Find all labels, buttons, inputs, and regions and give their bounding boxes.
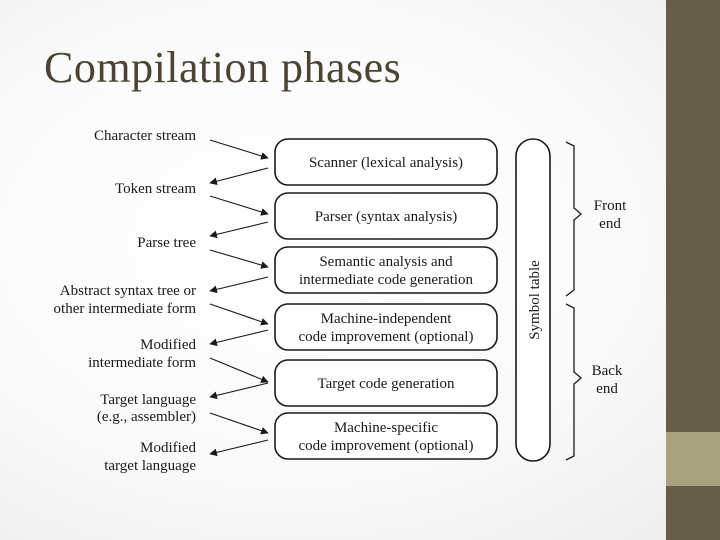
front-end-bracket bbox=[565, 141, 582, 297]
phase-label: code improvement (optional) bbox=[299, 438, 474, 454]
flow-arrow bbox=[209, 382, 269, 400]
back-end-bracket bbox=[565, 303, 582, 461]
flow-arrows bbox=[209, 139, 269, 457]
symbol-table-box bbox=[515, 138, 551, 462]
representation-label: Parse tree bbox=[137, 235, 196, 251]
phase-label: Parser (syntax analysis) bbox=[315, 209, 457, 225]
flow-arrow bbox=[209, 439, 269, 457]
side-accent-block bbox=[666, 432, 720, 486]
representation-label: Token stream bbox=[115, 181, 196, 197]
representation-label: Target language bbox=[100, 392, 196, 408]
front-end-label: end bbox=[599, 216, 621, 232]
representation-label: target language bbox=[104, 458, 196, 474]
representation-label: intermediate form bbox=[88, 355, 196, 371]
phase-box-machine-independent bbox=[274, 303, 498, 351]
phase-label: Machine-independent bbox=[321, 311, 453, 327]
back-end-label: Back bbox=[592, 363, 623, 379]
flow-arrow bbox=[209, 195, 269, 216]
phase-box-semantic-analysis-and bbox=[274, 246, 498, 294]
flow-arrow bbox=[209, 412, 269, 435]
phase-label: intermediate code generation bbox=[299, 272, 474, 288]
representation-label: Modified bbox=[140, 337, 196, 353]
representation-label: (e.g., assembler) bbox=[97, 409, 196, 425]
flow-arrow bbox=[209, 303, 269, 326]
phase-box-scanner-lexical-analysis bbox=[274, 138, 498, 186]
flow-arrow bbox=[209, 276, 269, 294]
flow-arrow bbox=[209, 357, 269, 383]
flow-arrow bbox=[209, 221, 269, 239]
flow-arrow bbox=[209, 167, 269, 185]
phase-label: Scanner (lexical analysis) bbox=[309, 155, 463, 171]
symbol-table-label: Symbol table bbox=[527, 260, 543, 340]
phase-boxes: Scanner (lexical analysis) Parser (syntax… bbox=[274, 138, 498, 460]
phase-label: Semantic analysis and bbox=[319, 254, 453, 270]
slide-title: Compilation phases bbox=[44, 43, 402, 92]
flow-arrow bbox=[209, 249, 269, 269]
phase-box-target-code-generation bbox=[274, 359, 498, 407]
phase-label: Target code generation bbox=[318, 376, 455, 392]
phase-label: code improvement (optional) bbox=[299, 329, 474, 345]
flow-arrow bbox=[209, 139, 269, 160]
phase-label: Machine-specific bbox=[334, 420, 438, 436]
flow-arrow bbox=[209, 329, 269, 347]
representation-label: Modified bbox=[140, 440, 196, 456]
representation-label: Character stream bbox=[94, 128, 196, 144]
back-end-label: end bbox=[596, 381, 618, 397]
phase-box-parser-syntax-analysis bbox=[274, 192, 498, 240]
representation-label: Abstract syntax tree or bbox=[60, 283, 196, 299]
representation-label: other intermediate form bbox=[54, 301, 197, 317]
front-end-label: Front bbox=[594, 198, 627, 214]
phase-box-machine-specific bbox=[274, 412, 498, 460]
